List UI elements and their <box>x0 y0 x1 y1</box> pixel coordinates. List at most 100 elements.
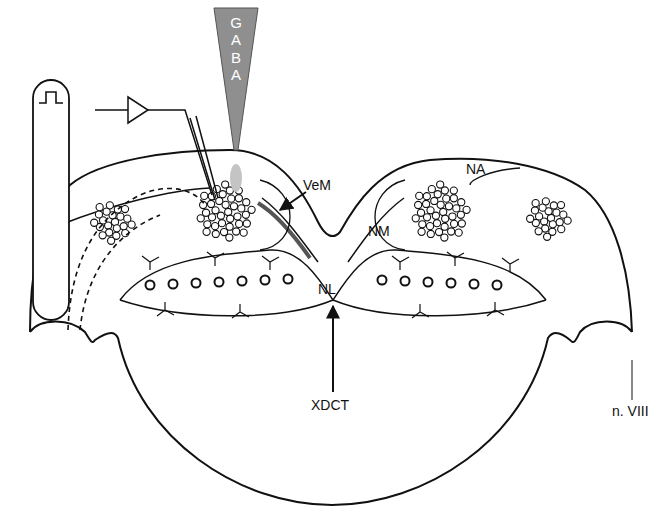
neuron <box>423 200 430 207</box>
neuron <box>236 220 243 227</box>
neuron <box>197 215 204 222</box>
pipette-label: GABA <box>226 14 246 83</box>
neuron <box>99 232 106 239</box>
neuron <box>248 206 255 213</box>
neuron <box>550 202 557 209</box>
neuron <box>212 207 219 214</box>
tegmentum-border <box>60 188 546 316</box>
nucleus-clusters <box>91 181 572 318</box>
neuron <box>106 202 113 209</box>
neuron <box>557 201 564 208</box>
neuron <box>564 217 571 224</box>
recording-wire <box>95 110 212 195</box>
neuron <box>204 221 211 228</box>
neuron <box>450 195 457 202</box>
nl-neuron <box>284 275 293 284</box>
neuron <box>527 215 534 222</box>
neuron <box>121 205 128 212</box>
brainstem-outline <box>30 150 632 505</box>
nl-neuron <box>261 276 270 285</box>
nl-neuron <box>146 281 155 290</box>
neuron <box>442 215 449 222</box>
neuron <box>230 203 237 210</box>
neuron <box>427 207 434 214</box>
neuron <box>418 228 425 235</box>
neuron <box>445 203 452 210</box>
neuron <box>95 211 102 218</box>
neuron <box>412 215 419 222</box>
neuron <box>431 197 438 204</box>
dendrite <box>502 258 519 272</box>
stimulating-electrode <box>33 80 69 320</box>
drug-name: GABA <box>229 14 244 83</box>
neuron <box>419 221 426 228</box>
dendrite <box>412 304 429 318</box>
neuron <box>434 191 441 198</box>
neuron <box>556 219 563 226</box>
nl-neuron <box>470 280 479 289</box>
neuron <box>225 208 232 215</box>
structure-label: VeM <box>303 178 331 192</box>
neuron <box>219 191 226 198</box>
dendrite <box>487 302 504 316</box>
dendrite <box>262 256 279 270</box>
neuron <box>558 226 565 233</box>
nl-neuron <box>192 279 201 288</box>
neuron <box>243 199 250 206</box>
neuron <box>128 221 135 228</box>
neuron <box>91 219 98 226</box>
structure-label: NL <box>318 282 336 296</box>
vem-band <box>258 203 310 258</box>
dendrite <box>232 304 249 318</box>
neuron <box>448 228 455 235</box>
nl-neuron <box>493 281 502 290</box>
neuron <box>234 213 241 220</box>
gaba-pipette <box>214 8 258 150</box>
gaba-drop <box>230 164 242 192</box>
neuron <box>117 213 124 220</box>
structure-label: n. VIII <box>612 404 649 418</box>
neuron <box>120 223 127 230</box>
dendrite <box>157 302 174 316</box>
neuron <box>553 209 560 216</box>
neuron <box>458 220 465 227</box>
nl-neuron <box>401 277 410 286</box>
nl-neuron <box>169 280 178 289</box>
neuron <box>449 213 456 220</box>
neuron <box>240 229 247 236</box>
neuron <box>235 195 242 202</box>
nerve-leader <box>632 360 633 400</box>
neuron <box>208 200 215 207</box>
recording-pipette <box>190 116 218 200</box>
structure-label: XDCT <box>311 398 349 412</box>
neuron <box>416 192 423 199</box>
neuron <box>238 205 245 212</box>
neuron <box>451 220 458 227</box>
neuron <box>532 200 539 207</box>
neuron <box>212 230 219 237</box>
neuron <box>450 187 457 194</box>
nl-neuron <box>215 278 224 287</box>
nl-neuron <box>238 277 247 286</box>
neuron <box>544 233 551 240</box>
neuron <box>415 201 422 208</box>
structure-label: NM <box>368 224 390 238</box>
neuron <box>455 229 462 236</box>
neuron <box>228 195 235 202</box>
neuron <box>549 221 556 228</box>
neuron <box>227 215 234 222</box>
neuron <box>226 234 233 241</box>
neuron <box>108 237 115 244</box>
xdct-arrow <box>332 306 334 392</box>
neuron <box>113 225 120 232</box>
nl-neuron <box>447 279 456 288</box>
neuron <box>440 208 447 215</box>
nl-neuron <box>378 276 387 285</box>
neuron <box>453 205 460 212</box>
amplifier <box>128 97 148 123</box>
neuron <box>96 204 103 211</box>
neuron <box>203 228 210 235</box>
neuron <box>441 234 448 241</box>
neuron <box>428 186 435 193</box>
